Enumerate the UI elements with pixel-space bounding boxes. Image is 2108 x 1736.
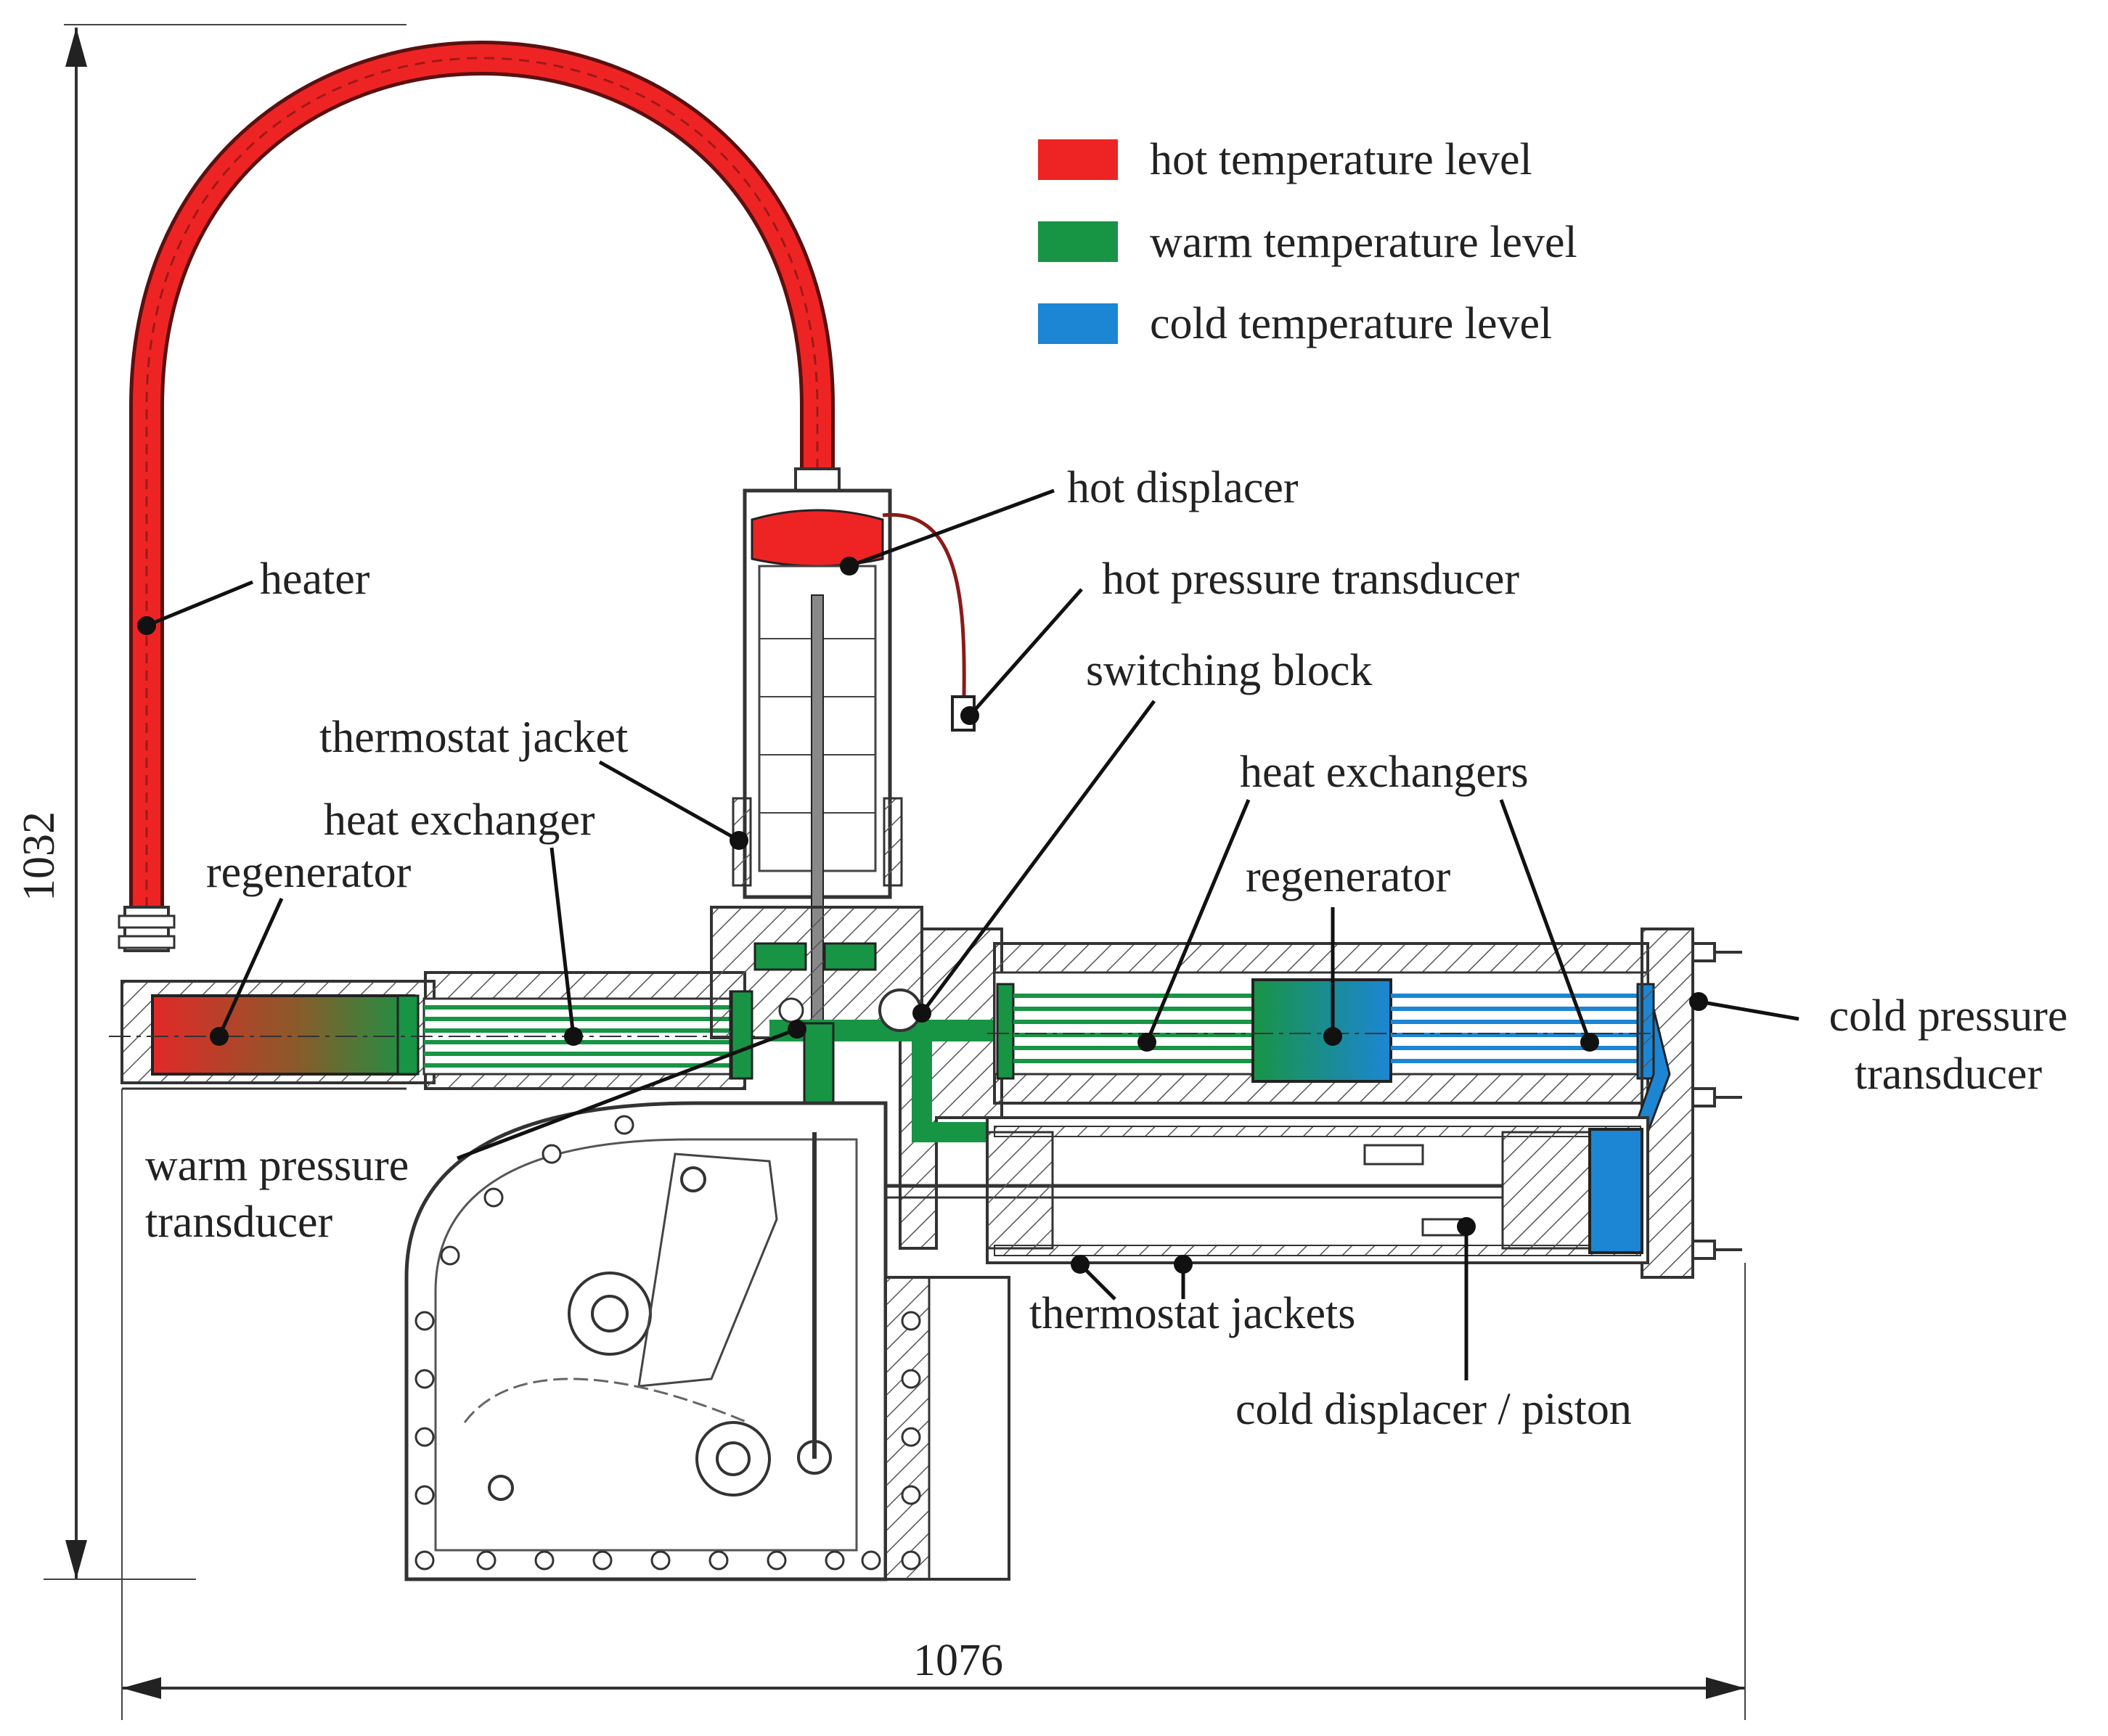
width-dimension-label: 1076 (913, 1636, 1003, 1685)
label-cold-pressure-transducer-line2: transducer (1855, 1049, 2043, 1099)
label-thermostat-jackets: thermostat jackets (1029, 1289, 1355, 1338)
legend-label-warm: warm temperature level (1150, 218, 1577, 267)
height-dimension: 1032 (15, 24, 407, 1580)
crankcase (122, 1087, 1010, 1581)
legend-swatch-hot (1038, 139, 1118, 180)
label-heat-exchangers: heat exchangers (1240, 748, 1529, 797)
cold-piston-cylinder (842, 1116, 1649, 1264)
label-hot-displacer: hot displacer (1067, 463, 1299, 512)
labels: heater hot displacer hot pressure transd… (145, 463, 2067, 1434)
legend-swatch-cold (1038, 303, 1118, 344)
label-cold-displacer-piston: cold displacer / piston (1235, 1385, 1632, 1434)
legend-swatch-warm (1038, 221, 1118, 262)
leader-lines (137, 488, 1799, 1380)
left-cylinder (109, 971, 755, 1090)
label-heater: heater (260, 554, 370, 604)
width-dimension: 1076 (121, 1089, 1746, 1720)
label-regenerator-left: regenerator (206, 848, 412, 897)
label-regenerator-right: regenerator (1246, 852, 1451, 901)
label-heat-exchanger: heat exchanger (324, 795, 595, 845)
label-switching-block: switching block (1086, 646, 1372, 695)
label-warm-pressure-transducer-line1: warm pressure (145, 1141, 409, 1190)
legend-label-hot: hot temperature level (1150, 135, 1532, 184)
label-thermostat-jacket: thermostat jacket (319, 713, 628, 762)
height-dimension-label: 1032 (15, 811, 64, 901)
heater-tube (118, 41, 841, 952)
legend-label-cold: cold temperature level (1150, 299, 1552, 348)
legend: hot temperature level warm temperature l… (1038, 135, 1577, 348)
label-cold-pressure-transducer-line1: cold pressure (1829, 991, 2068, 1041)
label-hot-pressure-transducer: hot pressure transducer (1102, 554, 1519, 604)
label-warm-pressure-transducer-line2: transducer (145, 1197, 333, 1247)
